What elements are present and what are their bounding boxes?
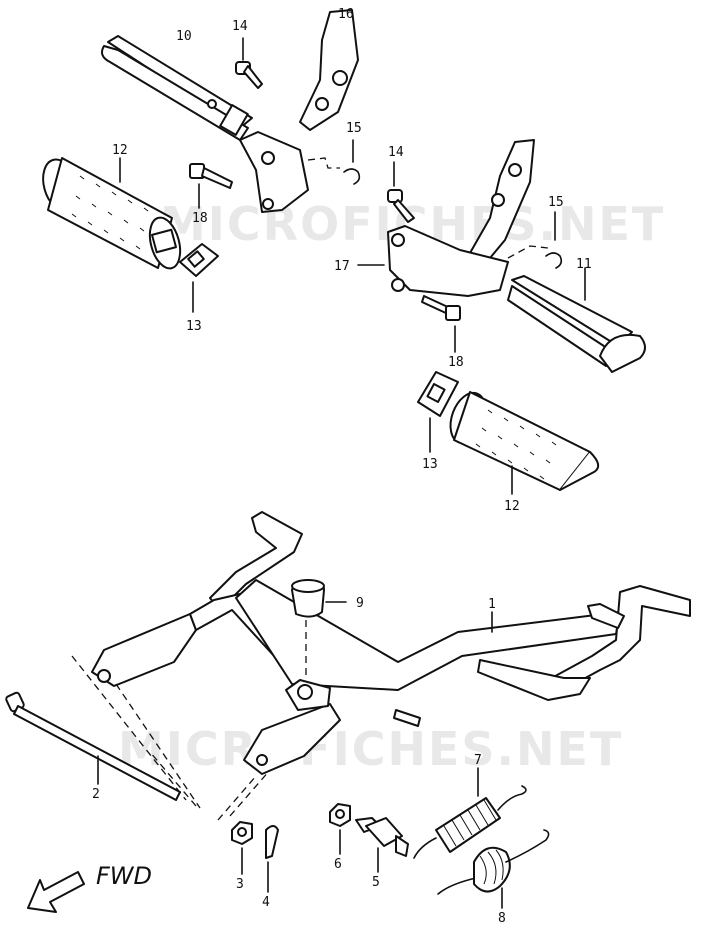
assembly-lines	[71, 655, 271, 821]
callout-18b: 18	[448, 355, 464, 370]
callout-2: 2	[92, 787, 100, 802]
center-stand-1	[91, 511, 691, 775]
callout-12b: 12	[504, 499, 520, 514]
callout-17: 17	[334, 259, 350, 274]
washer-13-lower	[417, 371, 459, 453]
pivot-shaft-2	[5, 691, 181, 801]
callout-12a: 12	[112, 143, 128, 158]
callout-11: 11	[576, 257, 592, 272]
stopper-9	[291, 579, 347, 680]
callout-6: 6	[334, 857, 342, 872]
clip-15-upper	[307, 139, 361, 185]
clip-15-lower	[507, 211, 563, 269]
spring-8	[437, 829, 550, 909]
bracket-16	[239, 9, 359, 213]
callout-10: 10	[176, 29, 192, 44]
callout-labels: 14 16 10 15 12 18 13 14 15 17 11 18 13 1…	[92, 7, 592, 926]
callout-13a: 13	[186, 319, 202, 334]
callout-3: 3	[236, 877, 244, 892]
grip-12-upper	[42, 157, 182, 270]
footpeg-11	[507, 267, 646, 373]
callout-14b: 14	[388, 145, 404, 160]
callout-14a: 14	[232, 19, 248, 34]
pin-14-lower	[387, 161, 415, 223]
callout-7: 7	[474, 753, 482, 768]
nut-3	[231, 821, 253, 875]
fwd-arrow-icon	[27, 871, 85, 913]
cotter-pin-4	[265, 825, 279, 893]
callout-15b: 15	[548, 195, 564, 210]
nut-6	[329, 803, 351, 855]
footpeg-10	[101, 35, 253, 141]
grip-12-lower	[449, 391, 600, 495]
callout-15a: 15	[346, 121, 362, 136]
callout-5: 5	[372, 875, 380, 890]
spring-7	[413, 767, 527, 859]
callout-16: 16	[338, 7, 354, 22]
spring-hook-5	[355, 817, 409, 873]
bracket-17	[357, 139, 535, 297]
callout-4: 4	[262, 895, 270, 910]
callout-9: 9	[356, 596, 364, 611]
callout-13b: 13	[422, 457, 438, 472]
washer-13-upper	[179, 243, 219, 313]
fwd-label: FWD	[96, 862, 152, 890]
pin-14-upper	[235, 37, 263, 89]
callout-1: 1	[488, 597, 496, 612]
callout-18a: 18	[192, 211, 208, 226]
callout-8: 8	[498, 911, 506, 926]
bolt-18-upper	[189, 163, 233, 209]
bolt-18-lower	[421, 295, 461, 353]
watermark-bottom: MICROFICHES.NET	[118, 722, 623, 776]
